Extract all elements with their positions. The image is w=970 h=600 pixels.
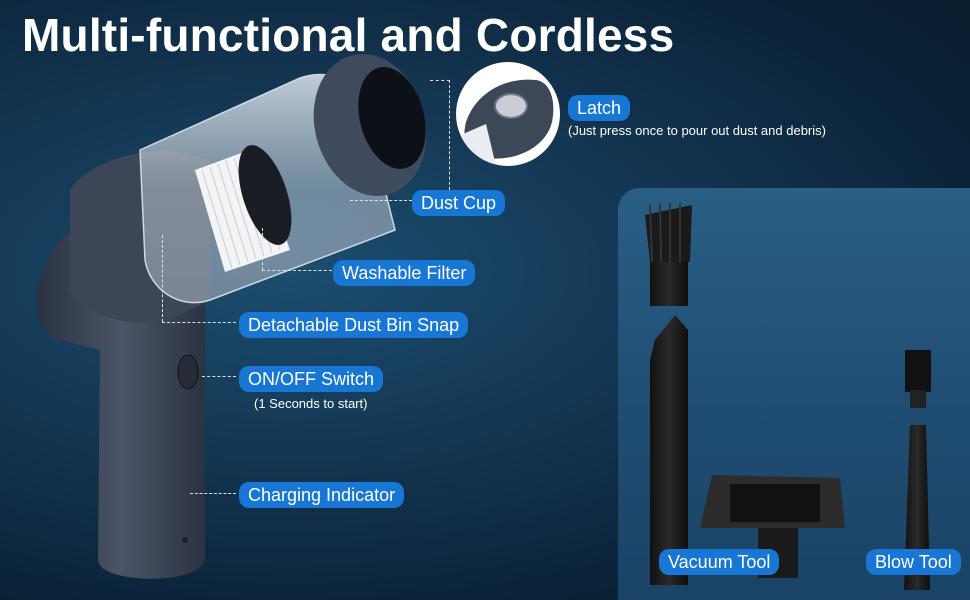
leader-filter-v bbox=[262, 228, 263, 270]
latch-zoom bbox=[456, 62, 560, 166]
leader-snap-v bbox=[162, 235, 163, 322]
callout-charging-indicator: Charging Indicator bbox=[239, 482, 405, 508]
leader-latch-v bbox=[449, 80, 450, 200]
leader-charging bbox=[190, 493, 236, 494]
page-title: Multi-functional and Cordless bbox=[22, 9, 675, 61]
callout-on-off-switch: ON/OFF Switch bbox=[239, 366, 384, 392]
label-blow-tool: Blow Tool bbox=[866, 549, 961, 575]
leader-dustcup bbox=[350, 200, 412, 201]
callout-dust-cup: Dust Cup bbox=[412, 190, 506, 216]
filter-pleats bbox=[195, 145, 292, 272]
on-off-note: (1 Seconds to start) bbox=[254, 396, 368, 411]
latch-detail bbox=[456, 79, 554, 166]
brush-head bbox=[645, 203, 692, 306]
latch-note: (Just press once to pour out dust and de… bbox=[568, 123, 826, 138]
leader-switch bbox=[202, 376, 236, 377]
callout-latch: Latch bbox=[568, 95, 631, 121]
callout-dust-bin-snap: Detachable Dust Bin Snap bbox=[239, 312, 469, 338]
blow-nozzle bbox=[904, 350, 931, 590]
power-switch bbox=[177, 354, 199, 390]
crevice-tool bbox=[650, 315, 688, 585]
callout-washable-filter: Washable Filter bbox=[333, 260, 476, 286]
charging-led bbox=[182, 537, 188, 543]
leader-filter bbox=[262, 270, 332, 271]
label-vacuum-tool: Vacuum Tool bbox=[659, 549, 780, 575]
leader-latch bbox=[430, 80, 450, 81]
leader-snap bbox=[162, 322, 236, 323]
